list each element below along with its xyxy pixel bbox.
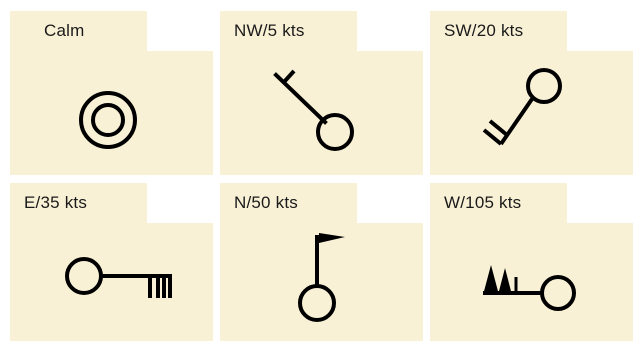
card-label: NW/5 kts [234,21,305,40]
calm-circle-icon [79,91,137,149]
card-background [10,183,213,341]
card-background [220,183,423,341]
card-label: W/105 kts [444,193,522,212]
card-nw-5: NW/5 kts [220,11,423,175]
card-e-35: E/35 kts [10,183,213,341]
card-label: N/50 kts [234,193,298,212]
card-w-105: W/105 kts [430,183,633,341]
card-background [220,11,423,175]
card-n-50: N/50 kts [220,183,423,341]
wind-barb-sw-20-icon [482,68,562,146]
card-label: SW/20 kts [444,21,524,40]
wind-barb-n-50-icon [298,233,345,322]
card-sw-20: SW/20 kts [430,11,633,175]
card-label: E/35 kts [24,193,88,212]
wind-barb-w-105-icon [483,265,576,311]
wind-barb-nw-5-icon [273,69,354,151]
card-calm: Calm [10,11,213,175]
card-background [430,183,633,341]
wind-barb-e-35-icon [65,257,172,298]
card-label: Calm [44,21,85,40]
